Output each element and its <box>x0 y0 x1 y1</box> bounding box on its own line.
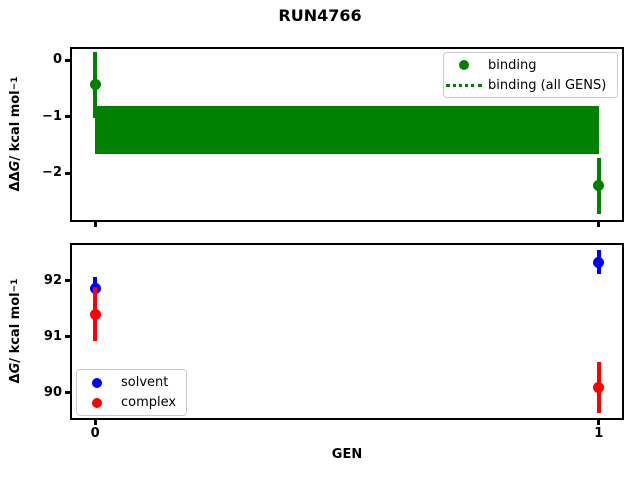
legend-label-binding-all-gens: binding (all GENS) <box>488 77 607 93</box>
top-legend: binding binding (all GENS) <box>443 52 618 98</box>
y-tick-mark <box>65 171 70 175</box>
ylabel-unit: / kcal mol <box>7 292 23 363</box>
complex-data-point <box>89 308 101 320</box>
complex-data-point <box>593 382 605 393</box>
solvent-data-point <box>593 256 605 268</box>
y-tick-mark <box>65 115 70 119</box>
top-subplot-axes <box>70 47 624 222</box>
y-tick-label: 0 <box>52 52 62 68</box>
ylabel-symbol: G <box>7 160 23 172</box>
legend-entry-binding: binding <box>444 55 617 75</box>
y-tick-mark <box>65 279 70 283</box>
ylabel-prefix: Δ <box>7 373 23 384</box>
legend-swatch-area <box>77 397 117 408</box>
ylabel-exponent: −1 <box>10 278 20 293</box>
complex-marker-icon <box>92 397 102 408</box>
legend-swatch-area <box>77 377 117 388</box>
figure-title: RUN4766 <box>278 6 362 25</box>
legend-swatch-area <box>444 83 484 87</box>
solvent-marker-icon <box>92 377 102 388</box>
ylabel-prefix: ΔΔ <box>7 171 23 192</box>
x-axis-label: GEN <box>331 447 363 462</box>
ylabel-unit: / kcal mol <box>7 90 23 161</box>
bottom-subplot-axes <box>70 243 624 420</box>
all-gens-uncertainty-band <box>95 106 599 155</box>
dotted-line-icon <box>446 83 482 87</box>
binding-marker-icon <box>459 60 469 70</box>
x-tick-label: 0 <box>90 426 100 441</box>
x-tick-mark <box>597 420 601 425</box>
x-tick-label: 1 <box>594 426 604 441</box>
binding-data-point <box>593 180 605 192</box>
y-tick-label: −2 <box>42 165 62 181</box>
bottom-legend: solvent complex <box>76 369 187 416</box>
x-tick-mark <box>93 222 97 227</box>
legend-label-complex: complex <box>121 395 177 410</box>
ylabel-exponent: −1 <box>10 76 20 91</box>
legend-label-binding: binding <box>488 57 537 73</box>
y-tick-label: 92 <box>43 272 62 288</box>
x-tick-mark <box>93 420 97 425</box>
legend-swatch-area <box>444 60 484 70</box>
y-tick-label: −1 <box>42 108 62 124</box>
y-tick-mark <box>65 335 70 339</box>
legend-entry-complex: complex <box>77 393 186 413</box>
x-tick-mark <box>597 222 601 227</box>
legend-entry-solvent: solvent <box>77 373 186 393</box>
ylabel-symbol: G <box>7 362 23 374</box>
legend-entry-binding-all-gens: binding (all GENS) <box>444 75 617 95</box>
y-tick-label: 90 <box>43 384 62 400</box>
y-tick-mark <box>65 58 70 62</box>
y-tick-mark <box>65 391 70 395</box>
legend-label-solvent: solvent <box>121 375 169 390</box>
y-tick-label: 91 <box>43 328 62 344</box>
binding-data-point <box>89 79 101 91</box>
